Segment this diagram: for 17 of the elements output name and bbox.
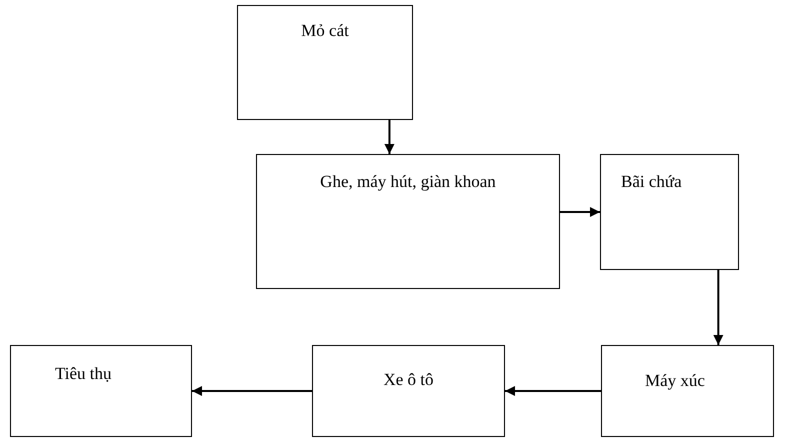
process-box [10,345,192,437]
box-label: Tiêu thụ [55,363,112,385]
box-label: Ghe, máy hút, giàn khoan [320,171,496,193]
arrow [505,386,601,396]
box-label: Máy xúc [645,370,705,392]
arrow [713,270,724,345]
arrow [192,386,312,396]
process-box [237,5,413,120]
box-label: Bãi chứa [621,171,682,193]
process-box [600,154,739,270]
process-box [312,345,505,437]
box-label: Xe ô tô [383,369,434,391]
process-box [601,345,774,437]
process-box [256,154,560,289]
arrow [384,120,394,154]
box-label: Mỏ cát [301,20,349,42]
arrow [560,207,600,217]
